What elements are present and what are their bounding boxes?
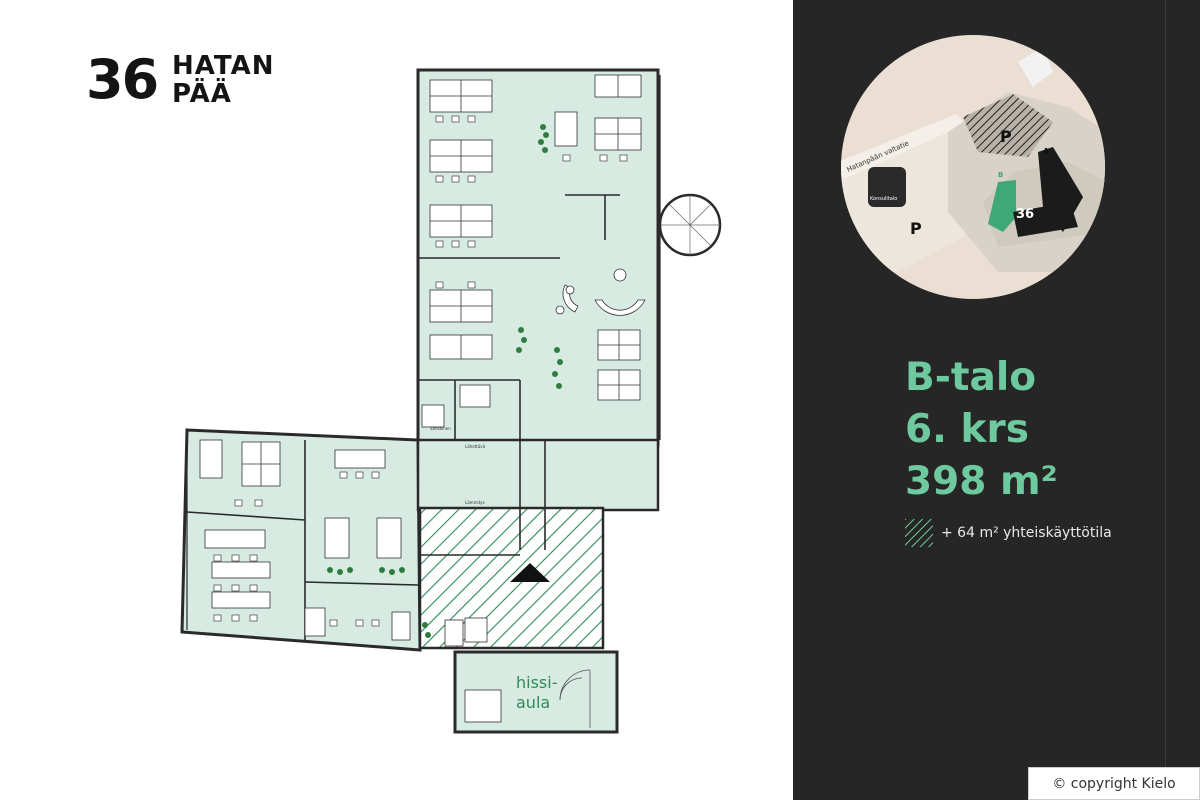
- area-label: 398 m²: [905, 459, 1058, 504]
- logo-word-bottom: PÄÄ: [172, 79, 232, 109]
- lobby-stair-icon: [559, 669, 591, 728]
- floor-label: 6. krs: [905, 407, 1029, 452]
- building-info: B-talo 6. krs 398 m²: [905, 352, 1058, 508]
- elevator-label: aula: [516, 693, 550, 712]
- legend-shared-space: + 64 m² yhteiskäyttötila: [905, 518, 1112, 548]
- parking-label: P: [1000, 127, 1012, 146]
- site-logo-number: 36: [1016, 207, 1034, 222]
- building-a-label: A: [1043, 147, 1050, 156]
- building-name: B-talo: [905, 355, 1037, 400]
- room-label: Sähköinen: [430, 426, 451, 431]
- room-label: Lämmitys: [465, 500, 485, 505]
- panel-divider: [1165, 0, 1166, 800]
- service-rooms: [416, 438, 660, 512]
- hatch-swatch-icon: [905, 519, 933, 547]
- entrance-marker: [510, 563, 550, 582]
- floor-plan: Lähettävä Lämmitys Sähköinen hissi- aula: [180, 68, 722, 734]
- konsulitalo-label: Konsulitalo: [870, 196, 897, 202]
- room-label: Lähettävä: [465, 444, 486, 449]
- copyright-badge: © copyright Kielo: [1028, 767, 1200, 800]
- building-b-label: B: [998, 171, 1003, 179]
- legend-text: + 64 m² yhteiskäyttötila: [941, 525, 1112, 541]
- elevator-label: hissi-: [516, 673, 557, 692]
- logo-number: 36: [86, 48, 159, 111]
- site-map: Hatanpään valtatie Konsulitalo P P A B 3…: [841, 35, 1105, 299]
- parking-label: P: [910, 219, 922, 238]
- hatanpaa-logo: 36 HATAN PÄÄ: [86, 48, 276, 118]
- logo-word-top: HATAN: [172, 51, 275, 81]
